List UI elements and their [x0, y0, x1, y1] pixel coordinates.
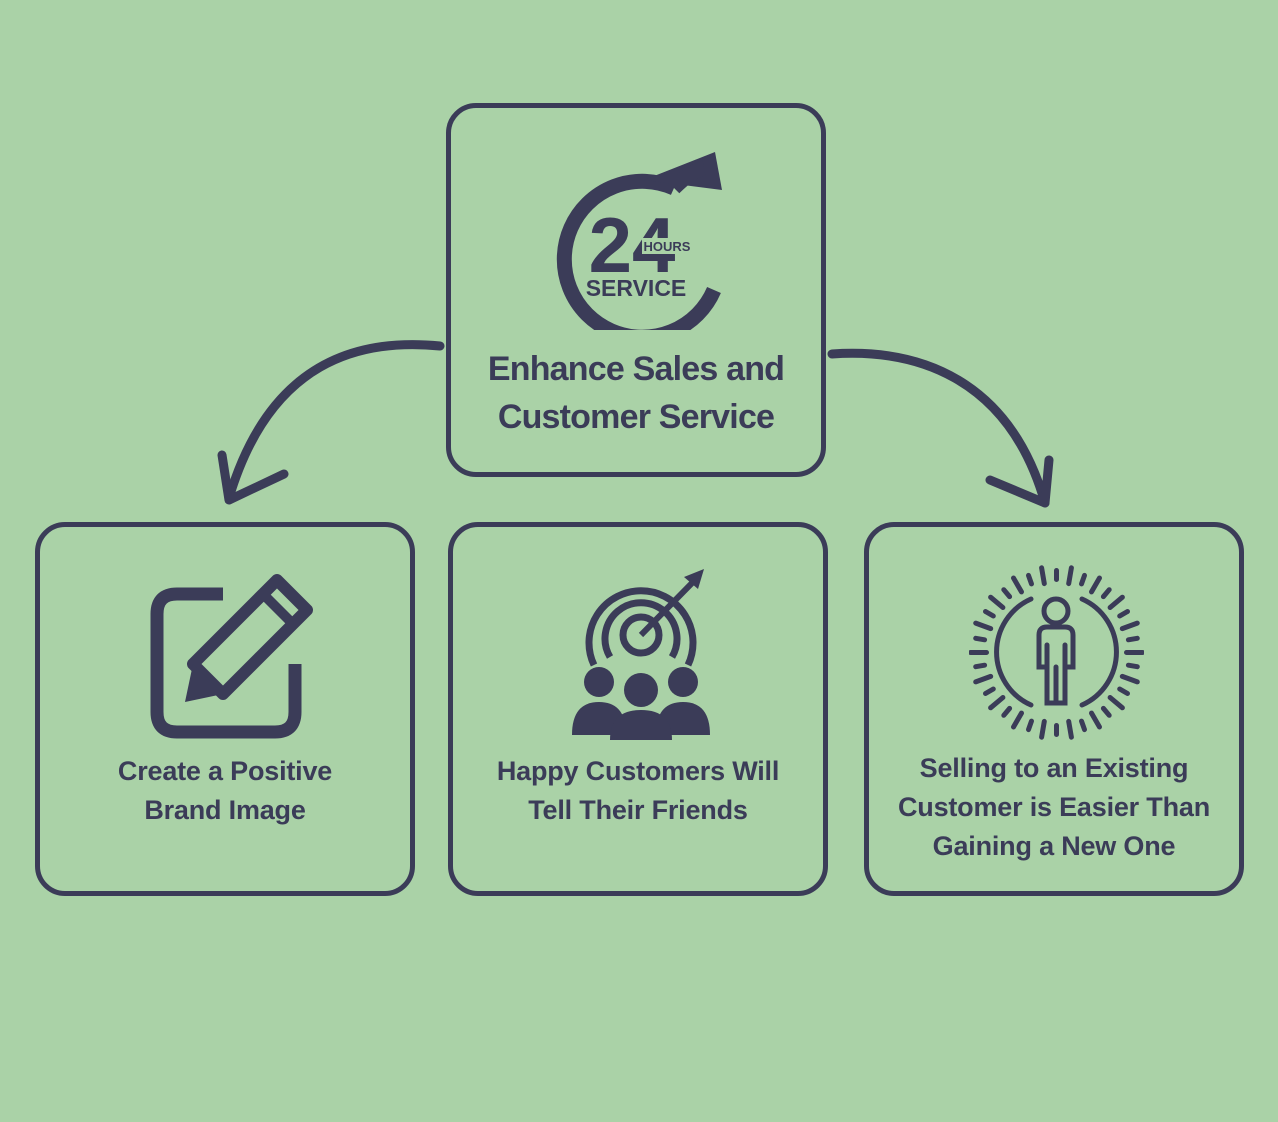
icon-service-text: SERVICE: [586, 275, 687, 301]
glow-ray: [1001, 587, 1013, 600]
glow-ray: [1089, 710, 1102, 730]
glow-ray: [1001, 705, 1013, 718]
icon-hours-text: HOURS: [644, 239, 691, 254]
glow-ray: [973, 635, 988, 643]
glow-ray: [1119, 673, 1140, 685]
glow-ray: [1125, 635, 1140, 643]
glow-ray: [1125, 662, 1140, 670]
pencil-edit-icon: [150, 574, 313, 739]
label-existing-customer: Selling to an Existing Customer is Easie…: [897, 753, 1210, 861]
glow-ray: [1100, 705, 1112, 718]
arrow-to-right-box: [827, 348, 1050, 508]
glow-ray: [973, 620, 994, 632]
glow-ray: [1026, 572, 1034, 587]
glow-ray: [1066, 565, 1074, 587]
glow-ray: [1117, 609, 1130, 619]
glow-ray: [1066, 718, 1074, 740]
label-positive-brand: Create a Positive Brand Image: [117, 756, 333, 825]
arrow-head-right: [985, 455, 1054, 508]
glow-ray: [1039, 718, 1047, 740]
glow-ray: [1100, 587, 1112, 600]
box-existing-customer: Selling to an Existing Customer is Easie…: [864, 522, 1244, 896]
glow-ray: [1079, 572, 1087, 587]
glow-ray: [973, 662, 988, 670]
glow-ray: [988, 695, 1006, 711]
glow-ray: [1039, 565, 1047, 587]
glow-ray: [983, 609, 996, 619]
arrow-to-left-box: [224, 340, 445, 503]
label-enhance-sales: Enhance Sales and Customer Service: [487, 350, 785, 436]
glow-ray: [973, 673, 994, 685]
box-enhance-sales: 24 HOURS SERVICE Enhance Sales and Custo…: [446, 103, 826, 477]
glow-ray: [983, 686, 996, 696]
24-hours-service-icon: 24 HOURS SERVICE: [556, 152, 722, 330]
glow-ray: [1079, 718, 1087, 733]
glow-ray: [1011, 575, 1024, 595]
glow-ray: [1107, 695, 1125, 711]
glow-ray: [1026, 718, 1034, 733]
glowing-person-icon: [969, 565, 1144, 740]
glow-ray: [1011, 710, 1024, 730]
glow-ray: [1107, 594, 1125, 610]
glow-ray: [1119, 620, 1140, 632]
label-happy-customers: Happy Customers Will Tell Their Friends: [496, 756, 780, 825]
box-positive-brand: Create a Positive Brand Image: [35, 522, 415, 896]
box-happy-customers: Happy Customers Will Tell Their Friends: [448, 522, 828, 896]
glow-ray: [1089, 575, 1102, 595]
glow-ray: [988, 594, 1006, 610]
arrow-head-left: [217, 450, 289, 505]
target-customers-icon: [572, 569, 710, 740]
glow-ray: [1117, 686, 1130, 696]
